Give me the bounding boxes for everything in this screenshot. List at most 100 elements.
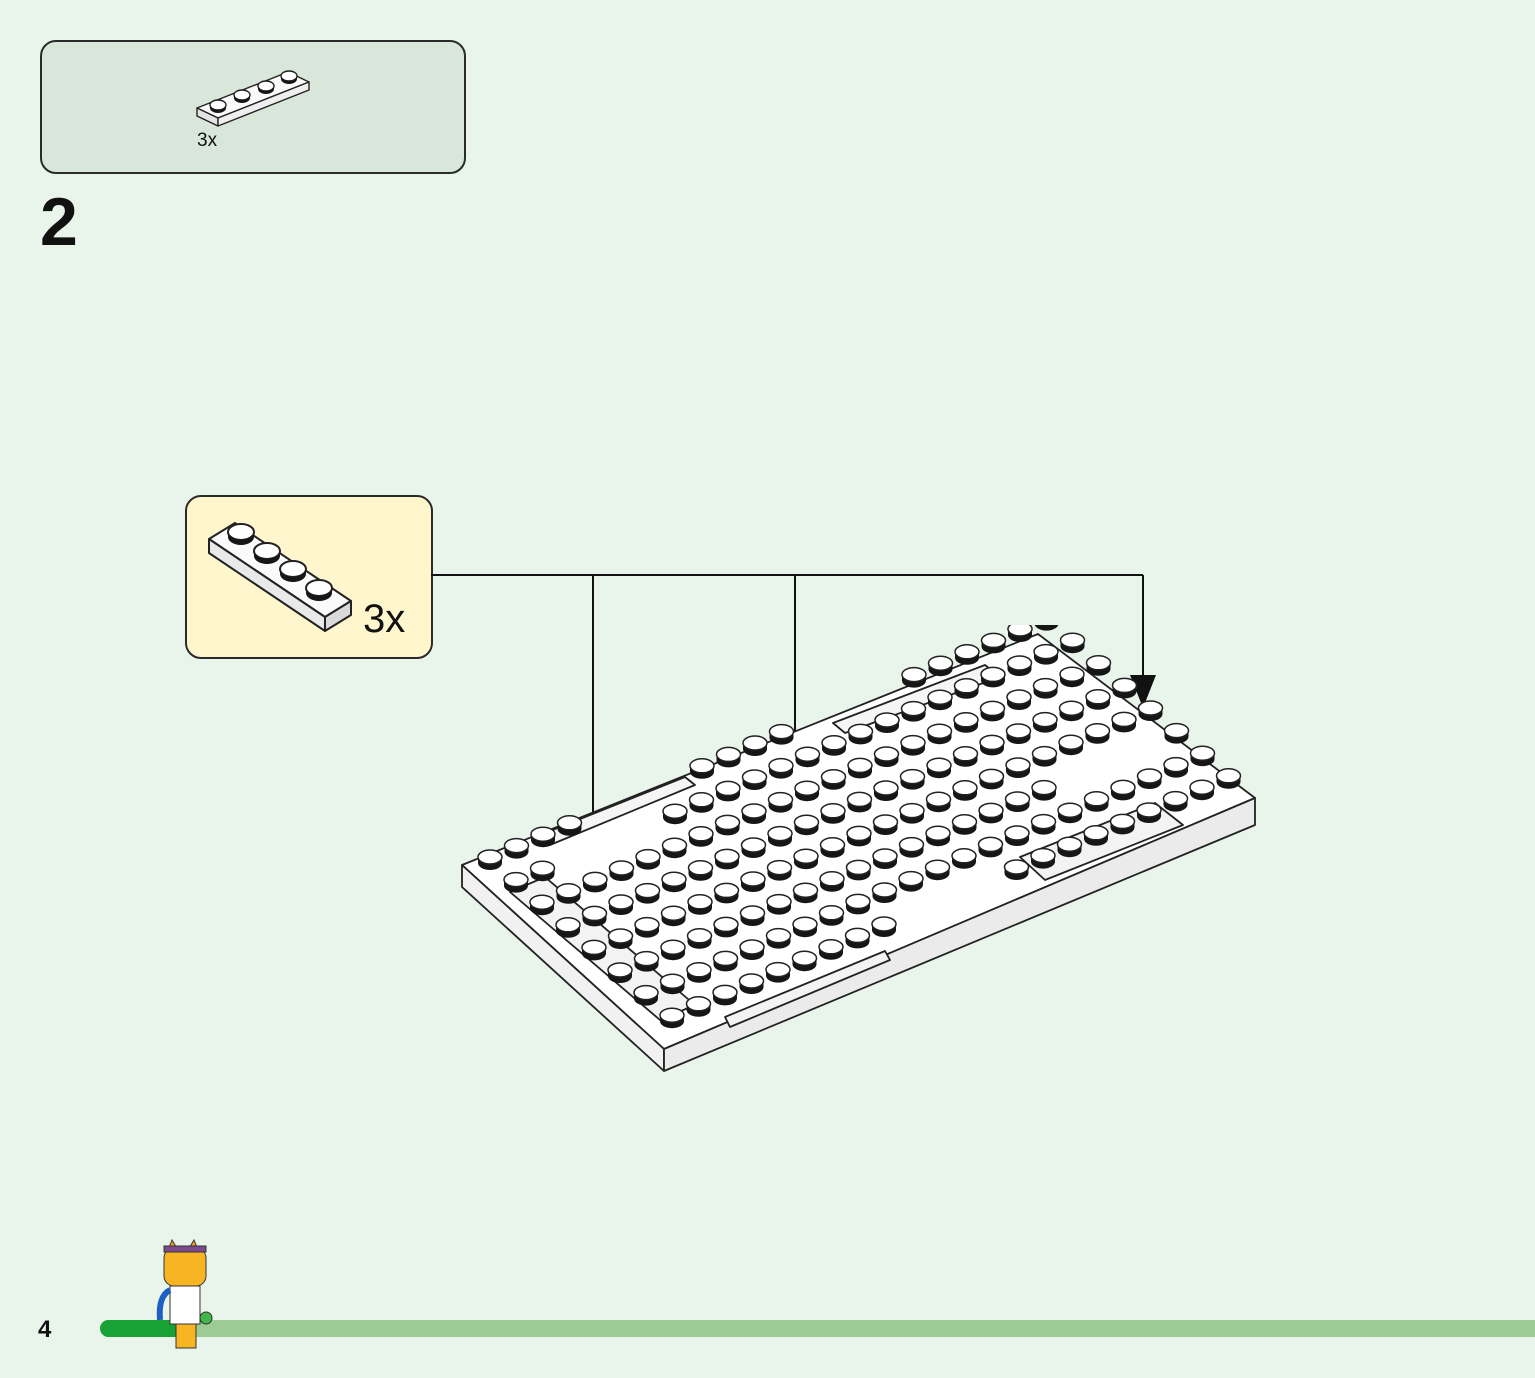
- stud: [1216, 775, 1241, 789]
- stud: [768, 833, 792, 847]
- stud-top: [794, 780, 820, 796]
- stud: [1033, 719, 1057, 733]
- stud-top: [1163, 756, 1189, 773]
- stud: [662, 845, 687, 859]
- stud: [926, 799, 951, 813]
- stud-top: [954, 644, 980, 660]
- stud-top: [792, 916, 818, 932]
- stud-top: [1059, 632, 1086, 648]
- stud-top: [659, 1007, 685, 1023]
- stud-top: [740, 837, 767, 853]
- stud: [822, 742, 846, 756]
- stud: [1004, 867, 1029, 880]
- stud: [874, 788, 898, 801]
- stud-top: [688, 826, 714, 842]
- stud-top: [1136, 802, 1162, 818]
- stud-top: [766, 859, 793, 876]
- stud-top: [980, 666, 1006, 683]
- stud-top: [581, 939, 607, 956]
- stud-top: [1056, 836, 1083, 852]
- stud-top: [714, 814, 741, 831]
- stud-top: [686, 928, 713, 944]
- stud-top: [1058, 700, 1085, 716]
- stud: [739, 981, 764, 994]
- stud-top: [738, 973, 765, 989]
- stud-top: [715, 780, 741, 797]
- stud: [478, 857, 502, 870]
- stud: [820, 844, 845, 858]
- stud: [927, 765, 951, 779]
- stud: [768, 799, 793, 813]
- stud-top: [661, 871, 687, 887]
- stud: [979, 776, 1004, 790]
- stud: [902, 674, 926, 688]
- stud-top: [687, 860, 714, 876]
- stud: [952, 821, 977, 835]
- stud: [556, 890, 581, 904]
- stud-top: [660, 939, 686, 955]
- stud: [504, 845, 529, 859]
- stud: [688, 901, 712, 915]
- stud-top: [793, 814, 820, 830]
- stud-top: [845, 859, 872, 876]
- stud-top: [659, 973, 686, 989]
- stud-top: [1007, 625, 1033, 637]
- stud-top: [1031, 745, 1058, 762]
- stud: [794, 856, 818, 870]
- stud-top: [688, 792, 715, 808]
- stud: [634, 958, 659, 972]
- stud: [981, 640, 1006, 654]
- stud: [742, 811, 766, 824]
- stud: [1057, 844, 1082, 858]
- stud-top: [1005, 757, 1031, 773]
- stud-top: [927, 655, 954, 671]
- stud: [821, 776, 846, 790]
- stud: [847, 799, 872, 813]
- stud-top: [898, 836, 925, 853]
- stud: [531, 834, 555, 848]
- stud-top: [953, 712, 979, 728]
- stud-top: [661, 837, 688, 853]
- stud: [714, 890, 739, 904]
- stud-top: [634, 916, 660, 933]
- stud-top: [687, 894, 713, 910]
- stud-top: [634, 882, 661, 899]
- stud-top: [1137, 700, 1164, 716]
- stud: [792, 958, 817, 972]
- stud-top: [979, 734, 1005, 751]
- progress-bar-fill: [100, 1320, 186, 1337]
- stud: [714, 924, 738, 938]
- stud: [978, 844, 1003, 858]
- stud: [846, 901, 870, 915]
- stud-top: [1032, 677, 1059, 694]
- stud-top: [1084, 723, 1111, 739]
- stud: [689, 833, 713, 847]
- stud-top: [765, 927, 792, 944]
- stud: [661, 913, 686, 927]
- stud: [820, 878, 844, 892]
- stud-top: [820, 803, 846, 819]
- stud: [741, 845, 766, 858]
- stud: [795, 754, 820, 768]
- stud-top: [741, 803, 767, 819]
- stud-top: [1003, 859, 1030, 875]
- stud: [1058, 810, 1082, 824]
- stud: [1084, 832, 1108, 846]
- stud-top: [819, 871, 845, 887]
- stud-top: [765, 961, 791, 978]
- stud-top: [715, 746, 742, 763]
- stud-top: [689, 758, 715, 774]
- stud: [795, 788, 819, 802]
- stud: [872, 924, 896, 937]
- stud-top: [608, 894, 634, 910]
- stud-top: [1111, 677, 1138, 694]
- stud-top: [926, 757, 952, 773]
- stud: [715, 856, 739, 870]
- stud-top: [846, 825, 872, 842]
- stud-top: [660, 905, 687, 921]
- stud: [1190, 787, 1214, 801]
- stud-top: [767, 825, 793, 842]
- stud: [1164, 764, 1188, 778]
- stud-top: [900, 700, 927, 717]
- parts-quantity-label: 3x: [197, 130, 218, 151]
